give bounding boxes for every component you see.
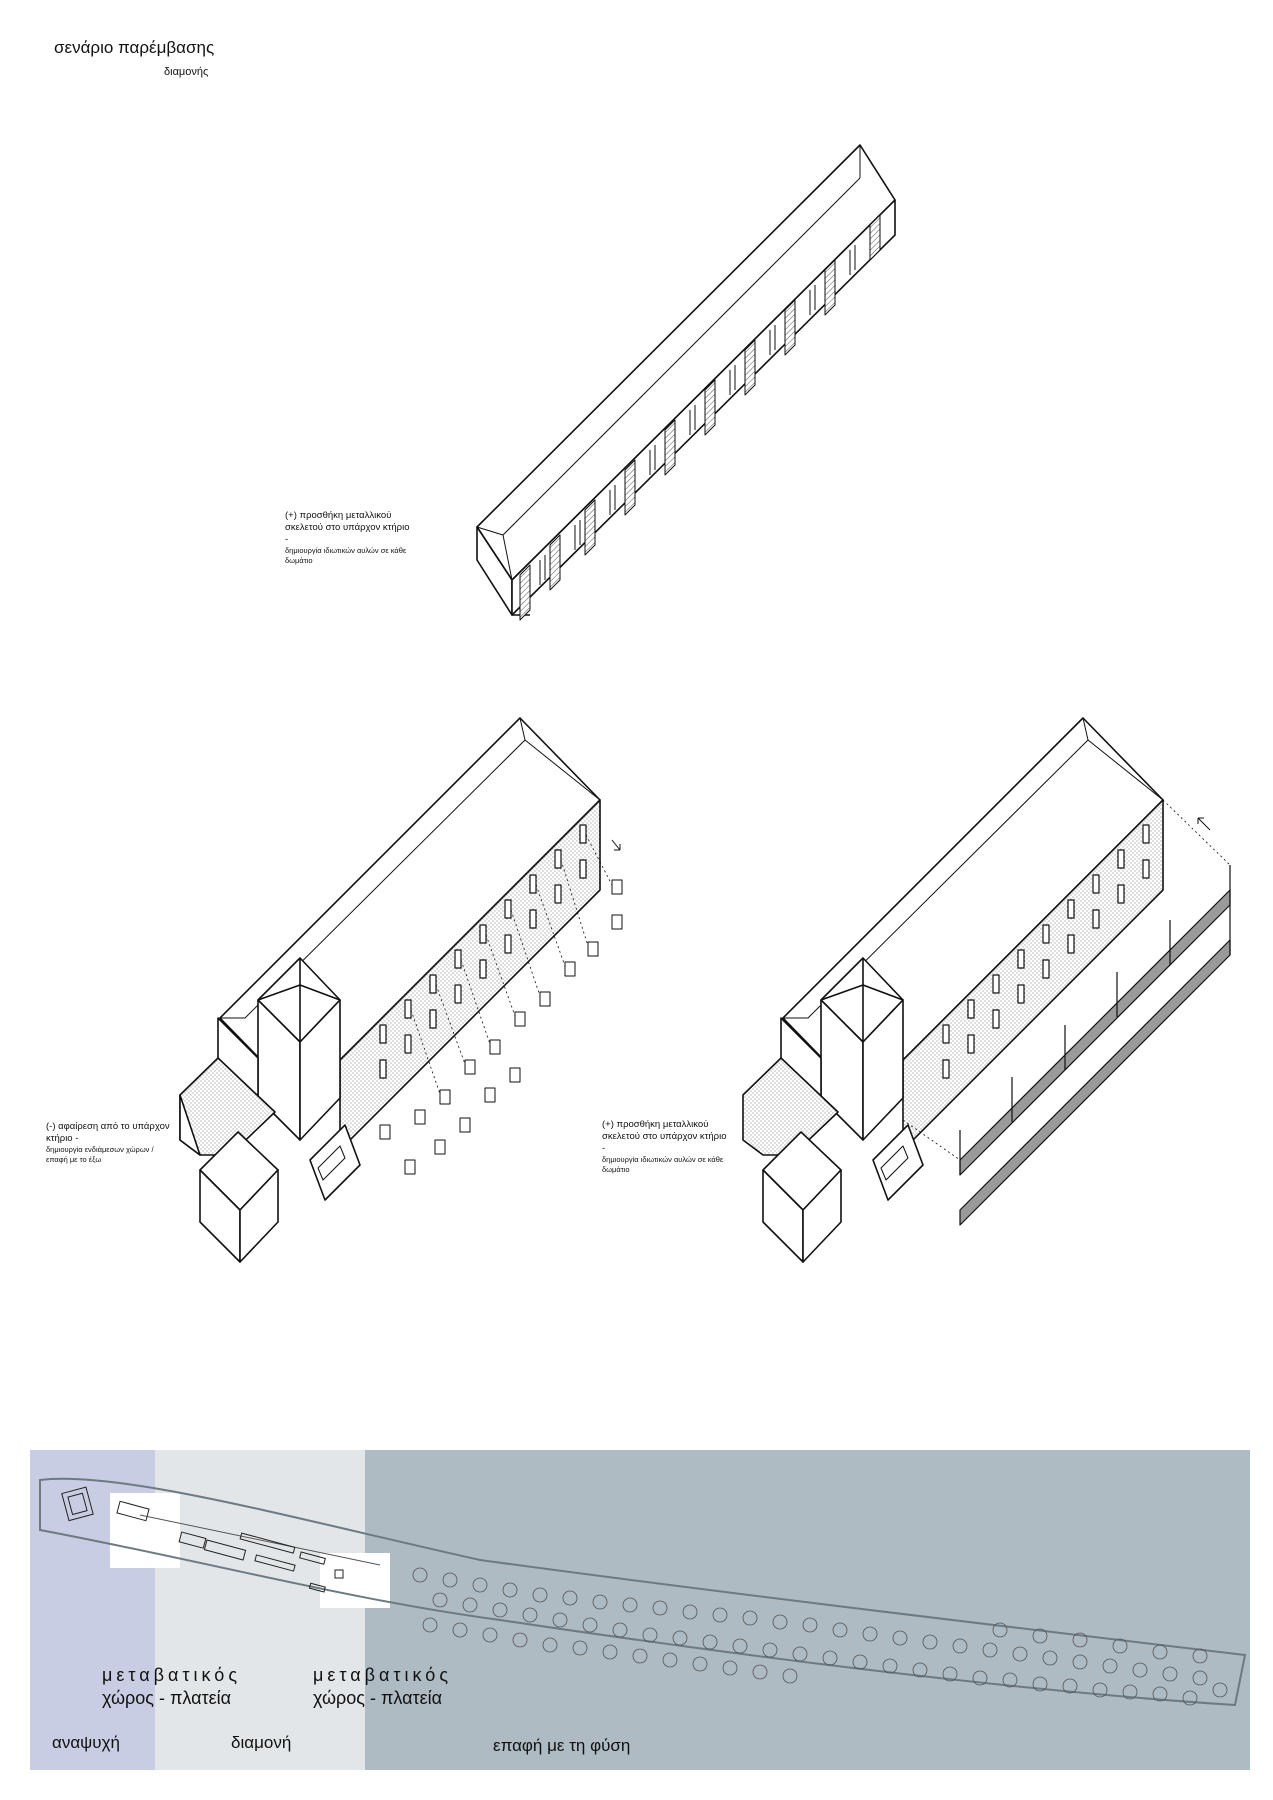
page-title: σενάριο παρέμβασης	[54, 38, 215, 57]
transition-2-line2: χώρος - πλατεία	[313, 1688, 443, 1708]
zone-bg-stay	[155, 1450, 365, 1770]
transition-1-line1: μεταβατικός	[102, 1665, 241, 1685]
zone-bg-nature	[365, 1450, 1250, 1770]
zone-label-recreation: αναψυχή	[52, 1733, 120, 1752]
axon-left-building	[179, 717, 623, 1263]
zone-label-stay: διαμονή	[231, 1733, 292, 1752]
annotation-top-main: (+) προσθήκη μεταλλικού σκελετού στο υπά…	[285, 510, 410, 545]
axon-right-building	[742, 717, 1231, 1263]
axon-top-building	[476, 144, 896, 621]
trees-pattern	[412, 1567, 1228, 1706]
transition-label-1: μεταβατικός χώρος - πλατεία	[102, 1664, 241, 1710]
annotation-top: (+) προσθήκη μεταλλικού σκελετού στο υπά…	[285, 510, 415, 566]
annotation-left: (-) αφαίρεση από το υπάρχον κτήριο - δημ…	[46, 1121, 176, 1165]
annotation-right-sub: δημιουργία ιδιωτικών αυλών σε κάθε δωμάτ…	[602, 1155, 724, 1174]
annotation-top-sub: δημιουργία ιδιωτικών αυλών σε κάθε δωμάτ…	[285, 546, 407, 565]
transition-label-2: μεταβατικός χώρος - πλατεία	[313, 1664, 452, 1710]
transition-2-line1: μεταβατικός	[313, 1665, 452, 1685]
zone-label-nature: επαφή με τη φύση	[493, 1736, 631, 1755]
annotation-right-main: (+) προσθήκη μεταλλικού σκελετού στο υπά…	[602, 1119, 727, 1154]
page-subtitle: διαμονής	[164, 66, 209, 78]
site-plan	[30, 1450, 1250, 1770]
annotation-left-main: (-) αφαίρεση από το υπάρχον κτήριο -	[46, 1121, 170, 1144]
annotation-right: (+) προσθήκη μεταλλικού σκελετού στο υπά…	[602, 1119, 732, 1175]
transition-1-line2: χώρος - πλατεία	[102, 1688, 232, 1708]
annotation-left-sub: δημιουργία ενδιάμεσων χώρων / επαφή με τ…	[46, 1145, 154, 1164]
